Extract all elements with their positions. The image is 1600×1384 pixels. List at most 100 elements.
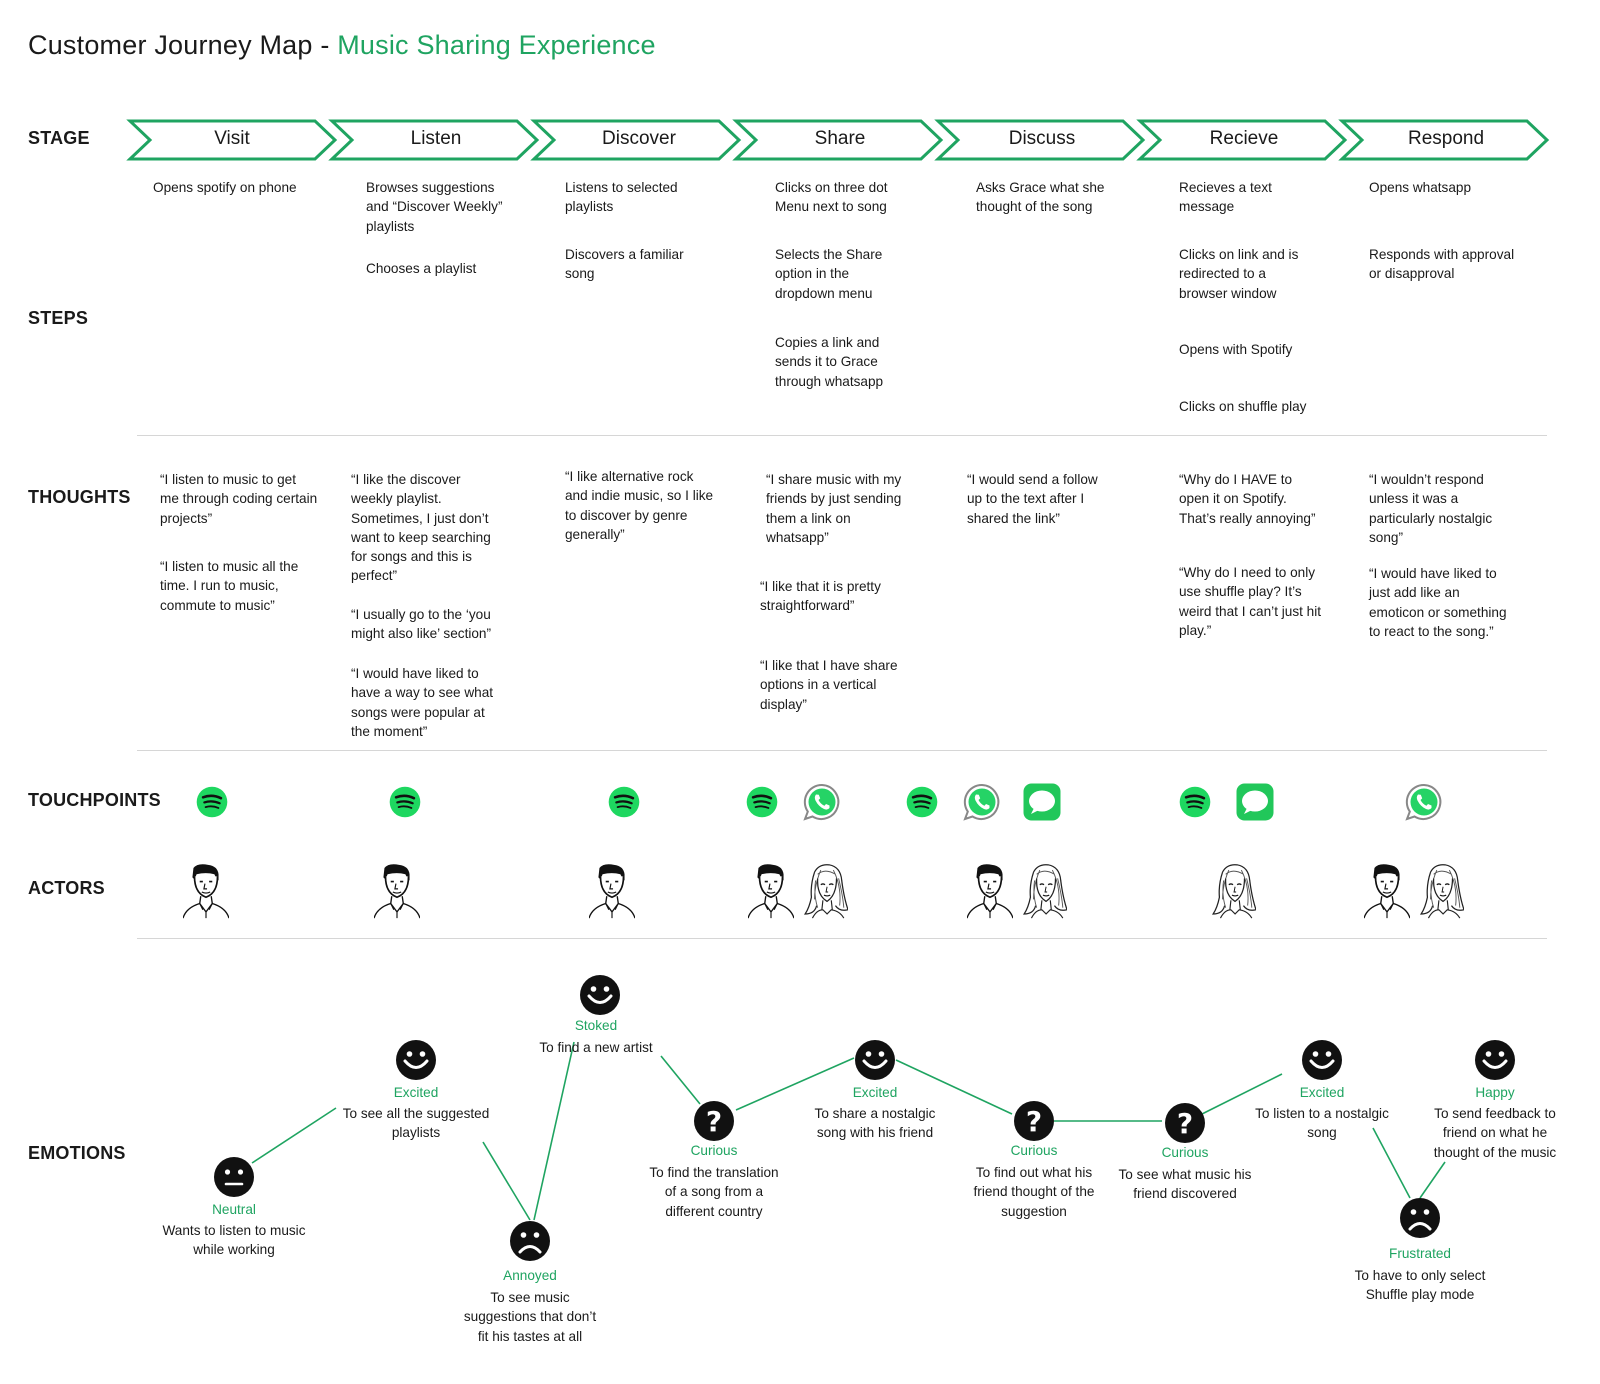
happy-face-icon	[1302, 1040, 1342, 1080]
emotion-desc: To find the translation of a song from a…	[649, 1165, 779, 1219]
neutral-face-icon	[214, 1157, 254, 1197]
whatsapp-icon	[963, 783, 1000, 821]
step-discuss-1: Asks Grace what she thought of the song	[976, 180, 1105, 215]
question-face-icon: ?	[1165, 1103, 1205, 1143]
step-recieve-4: Clicks on shuffle play	[1179, 399, 1307, 414]
emotion-desc: To listen to a nostalgic song	[1255, 1106, 1389, 1141]
row-label-emotions: EMOTIONS	[28, 1143, 126, 1163]
thought-share-1: “I share music with my friends by just s…	[766, 472, 902, 545]
chevron-respond	[1338, 119, 1550, 161]
page-title: Customer Journey Map - Music Sharing Exp…	[28, 30, 656, 61]
chevron-share	[732, 119, 944, 161]
chevron-recieve	[1136, 119, 1348, 161]
thought-listen-1: “I like the discover weekly playlist. So…	[351, 472, 491, 584]
step-discover-1: Listens to selected playlists	[565, 180, 678, 215]
emotion-name: Excited	[852, 1085, 898, 1100]
emotion-desc: To see music suggestions that don’t fit …	[463, 1290, 597, 1344]
man-avatar-icon	[589, 864, 635, 919]
divider-actors-emotions	[137, 938, 1547, 939]
step-respond-2: Responds with approval or disapproval	[1369, 247, 1515, 282]
emotion-name: Excited	[1299, 1085, 1345, 1100]
title-main: Customer Journey Map	[28, 30, 313, 60]
emotion-name: Neutral	[212, 1202, 256, 1217]
whatsapp-icon	[1405, 783, 1442, 821]
happy-face-icon	[855, 1040, 895, 1080]
emotion-name: Curious	[1010, 1143, 1058, 1158]
thought-visit-2: “I listen to music all the time. I run t…	[160, 559, 299, 613]
step-respond-1: Opens whatsapp	[1369, 180, 1472, 195]
thought-recieve-1: “Why do I HAVE to open it on Spotify. Th…	[1179, 472, 1316, 526]
emotion-name: Annoyed	[503, 1268, 557, 1283]
row-label-actors: ACTORS	[28, 878, 105, 898]
step-share-3: Copies a link and sends it to Grace thro…	[775, 335, 884, 389]
man-avatar-icon	[183, 864, 229, 919]
emotion-desc: To see what music his friend discovered	[1118, 1167, 1252, 1202]
thought-recieve-2: “Why do I need to only use shuffle play?…	[1179, 565, 1322, 638]
svg-text:?: ?	[1026, 1105, 1042, 1138]
stage-visit: Visit	[214, 128, 250, 149]
man-avatar-icon	[1364, 864, 1410, 919]
man-avatar-icon	[374, 864, 420, 919]
stage-discover: Discover	[602, 128, 676, 149]
step-discover-2: Discovers a familiar song	[565, 247, 684, 282]
happy-face-icon	[580, 975, 620, 1015]
emotion-name: Excited	[393, 1085, 439, 1100]
step-share-2: Selects the Share option in the dropdown…	[775, 247, 883, 301]
happy-face-icon	[396, 1040, 436, 1080]
thought-listen-3: “I would have liked to have a way to see…	[351, 666, 494, 739]
question-face-icon: ?	[1014, 1101, 1054, 1141]
thought-respond-1: “I wouldn’t respond unless it was a part…	[1369, 472, 1493, 545]
emotion-name: Stoked	[574, 1018, 618, 1033]
spotify-icon	[906, 786, 938, 818]
thought-discover-1: “I like alternative rock and indie music…	[565, 469, 714, 542]
thought-share-2: “I like that it is pretty straightforwar…	[760, 579, 881, 614]
row-label-stage: STAGE	[28, 128, 90, 148]
messages-icon	[1236, 783, 1274, 821]
emotion-name: Curious	[690, 1143, 738, 1158]
chevron-listen	[328, 119, 540, 161]
messages-icon	[1023, 783, 1061, 821]
thought-share-3: “I like that I have share options in a v…	[760, 658, 898, 712]
spotify-icon	[746, 786, 778, 818]
spotify-icon	[389, 786, 421, 818]
thought-discuss-1: “I would send a follow up to the text af…	[967, 472, 1098, 526]
emotion-name: Frustrated	[1389, 1246, 1451, 1261]
woman-avatar-icon	[803, 864, 848, 919]
step-recieve-3: Opens with Spotify	[1179, 342, 1293, 357]
man-avatar-icon	[748, 864, 794, 919]
divider-steps-thoughts	[137, 435, 1547, 436]
sad-face-icon	[510, 1221, 550, 1261]
svg-text:?: ?	[706, 1105, 722, 1138]
emotion-desc: To share a nostalgic song with his frien…	[814, 1106, 936, 1141]
step-listen-1: Browses suggestions and “Discover Weekly…	[366, 180, 503, 234]
emotion-desc: To send feedback to friend on what he th…	[1433, 1106, 1557, 1160]
woman-avatar-icon	[1022, 864, 1067, 919]
question-face-icon: ?	[694, 1101, 734, 1141]
stage-chevrons	[126, 119, 1550, 161]
woman-avatar-icon	[1211, 864, 1256, 919]
title-separator: -	[312, 30, 338, 60]
stage-listen: Listen	[410, 128, 462, 149]
row-label-thoughts: THOUGHTS	[28, 487, 131, 507]
row-label-steps: STEPS	[28, 308, 89, 328]
chevron-visit	[126, 119, 338, 161]
thought-respond-2: “I would have liked to just add like an …	[1369, 566, 1507, 639]
divider-thoughts-touchpoints	[137, 750, 1547, 751]
spotify-icon	[1179, 786, 1211, 818]
stage-respond: Respond	[1407, 128, 1485, 149]
thought-visit-1: “I listen to music to get me through cod…	[160, 472, 318, 526]
happy-face-icon	[1475, 1040, 1515, 1080]
stage-share: Share	[814, 128, 866, 149]
sad-face-icon	[1400, 1198, 1440, 1238]
spotify-icon	[196, 786, 228, 818]
woman-avatar-icon	[1419, 864, 1464, 919]
row-label-touchpoints: TOUCHPOINTS	[28, 790, 161, 810]
chevron-discover	[530, 119, 742, 161]
step-share-1: Clicks on three dot Menu next to song	[775, 180, 888, 215]
svg-text:?: ?	[1177, 1107, 1193, 1140]
step-recieve-1: Recieves a text message	[1179, 180, 1272, 215]
whatsapp-icon	[803, 783, 840, 821]
stage-recieve: Recieve	[1209, 128, 1279, 149]
thought-listen-2: “I usually go to the ‘you might also lik…	[351, 607, 492, 642]
chevron-discuss	[934, 119, 1146, 161]
